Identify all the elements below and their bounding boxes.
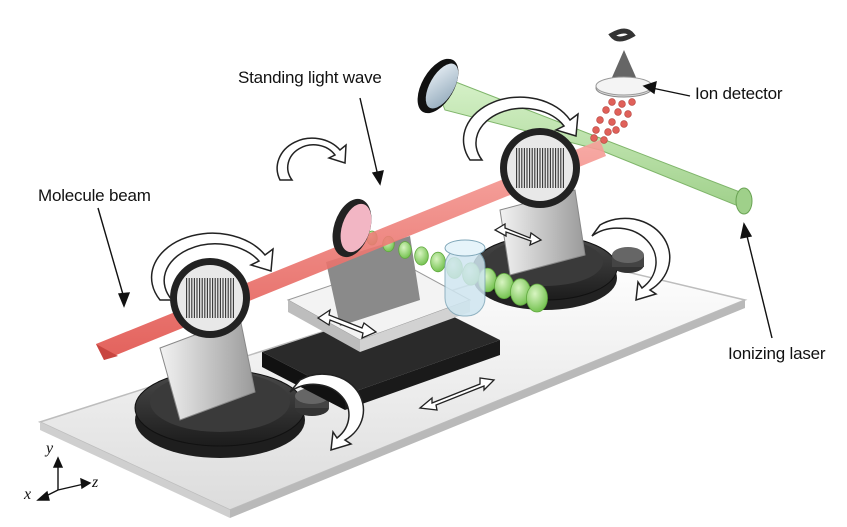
double-arrow-icon <box>316 308 378 340</box>
axis-label-y: y <box>46 440 54 457</box>
axes-triad <box>36 456 92 501</box>
rotation-arrow-icon <box>276 137 347 181</box>
right-grating <box>499 128 586 276</box>
ion-particle <box>602 106 610 114</box>
wave-lobe <box>414 246 429 266</box>
ion-cloud <box>590 98 636 144</box>
linear-arrows <box>316 222 543 411</box>
wave-lobe <box>398 241 412 259</box>
ion-particle <box>604 128 612 136</box>
ion-detector <box>595 28 653 98</box>
ion-particle <box>628 98 636 106</box>
rotation-arrow-icon <box>289 373 365 452</box>
label-molecule-beam: Molecule beam <box>38 186 151 205</box>
rotation-arrow-icon <box>462 96 579 161</box>
ion-particle <box>608 118 616 126</box>
ion-particle <box>612 126 620 134</box>
ion-particle <box>592 126 600 134</box>
axis-label-x: x <box>24 486 32 503</box>
ion-particle <box>620 120 628 128</box>
rotation-arrows <box>150 96 671 452</box>
left-grating <box>159 258 256 421</box>
label-ion-detector: Ion detector <box>695 84 783 103</box>
ion-particle <box>614 108 622 116</box>
ion-particle <box>590 134 598 142</box>
ion-particle <box>608 98 616 106</box>
ion-particle <box>600 136 608 144</box>
label-ionizing-laser: Ionizing laser <box>728 344 826 363</box>
ion-particle <box>596 116 604 124</box>
cylindrical-lens <box>444 239 486 317</box>
axis-label-z: z <box>92 474 99 491</box>
wave-lobe <box>430 251 446 273</box>
wave-lobe <box>526 283 548 313</box>
double-arrow-icon <box>418 377 496 411</box>
rotation-arrow-icon <box>591 217 671 302</box>
rotation-arrow-icon <box>150 232 274 301</box>
double-arrow-icon <box>493 222 543 247</box>
label-standing-light-wave: Standing light wave <box>238 68 382 87</box>
ion-particle <box>618 100 626 108</box>
label-leaders <box>97 80 773 339</box>
laser-mirror <box>417 58 459 114</box>
standing-wave-mirror <box>332 198 372 258</box>
ion-particle <box>624 110 632 118</box>
